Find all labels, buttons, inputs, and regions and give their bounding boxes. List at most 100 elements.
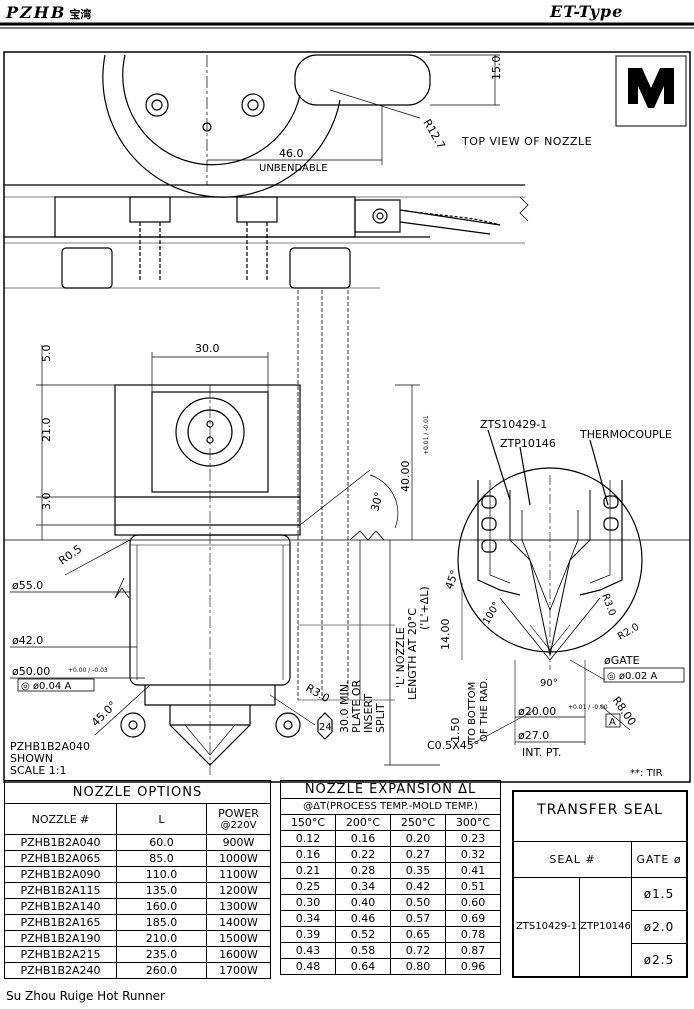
temperature-header: 150°C bbox=[280, 814, 336, 831]
table-cell: 0.40 bbox=[335, 894, 391, 911]
gate-option-3: ø2.5 bbox=[643, 953, 675, 967]
table-cell: 110.0 bbox=[116, 866, 207, 883]
nozzle-expansion-subtitle: @ΔT(PROCESS TEMP.-MOLD TEMP.) bbox=[279, 798, 502, 815]
temperature-header: 300°C bbox=[444, 814, 502, 831]
table-cell: 1300W bbox=[205, 898, 272, 915]
plate-note-3: INSERT bbox=[362, 694, 375, 733]
gate-detail-view bbox=[457, 429, 643, 746]
dim-21: 21.0 bbox=[40, 418, 53, 443]
col-power-label: POWER bbox=[218, 806, 259, 820]
table-cell: 0.12 bbox=[280, 830, 336, 847]
table-cell: 0.21 bbox=[280, 862, 336, 879]
temperature-header: 200°C bbox=[335, 814, 391, 831]
dim-dia-27: ø27.0 bbox=[518, 729, 549, 742]
table-cell: 1200W bbox=[205, 882, 272, 899]
type-title: ET-Type bbox=[550, 2, 624, 21]
hex-size: 24 bbox=[319, 722, 332, 733]
model-shown: PZHB1B2A040 bbox=[10, 740, 90, 753]
table-cell: PZHB1B2A115 bbox=[4, 882, 117, 899]
dim-r12-7: R12.7 bbox=[420, 117, 447, 151]
dim-r3: R3.0 bbox=[304, 681, 332, 705]
table-cell: 0.64 bbox=[335, 958, 391, 975]
table-cell: 0.50 bbox=[390, 894, 446, 911]
table-cell: 1100W bbox=[205, 866, 272, 883]
table-cell: 0.65 bbox=[390, 926, 446, 943]
table-cell: 0.30 bbox=[280, 894, 336, 911]
plate-note-2: PLATE OR bbox=[350, 679, 363, 733]
table-cell: 1700W bbox=[205, 962, 272, 979]
dim-40-tol: +0.01 / -0.01 bbox=[423, 415, 430, 455]
table-cell: 85.0 bbox=[116, 850, 207, 867]
gate-option-1: ø1.5 bbox=[632, 878, 686, 911]
table-cell: PZHB1B2A065 bbox=[4, 850, 117, 867]
gate-label: øGATE bbox=[604, 654, 640, 667]
nozzle-expansion-title: NOZZLE EXPANSION ΔL bbox=[279, 780, 502, 799]
company-footer: Su Zhou Ruige Hot Runner bbox=[6, 989, 165, 1003]
dim-30-deg: 30° bbox=[368, 491, 386, 513]
table-cell: 0.72 bbox=[390, 942, 446, 959]
nozzle-options-title: NOZZLE OPTIONS bbox=[3, 780, 272, 804]
table-cell: 0.42 bbox=[390, 878, 446, 895]
table-cell: 0.34 bbox=[335, 878, 391, 895]
dim-dia-50-tol: +0.00 / -0.03 bbox=[68, 667, 108, 674]
table-cell: 0.23 bbox=[444, 830, 502, 847]
table-cell: 0.27 bbox=[390, 846, 446, 863]
seal-number-header: SEAL # bbox=[514, 842, 632, 878]
table-cell: 0.35 bbox=[390, 862, 446, 879]
dim-dia-42: ø42.0 bbox=[12, 634, 43, 647]
col-power: POWER@220V bbox=[205, 803, 272, 835]
datum-a: A bbox=[609, 717, 616, 728]
table-cell: 900W bbox=[205, 834, 272, 851]
table-cell: 0.16 bbox=[335, 830, 391, 847]
detail-tip-part: ZTP10146 bbox=[500, 437, 556, 450]
table-cell: 0.22 bbox=[335, 846, 391, 863]
temperature-header: 250°C bbox=[390, 814, 446, 831]
dim-r3-detail: R3.0 bbox=[599, 592, 617, 617]
table-cell: 0.39 bbox=[280, 926, 336, 943]
table-cell: PZHB1B2A165 bbox=[4, 914, 117, 931]
plate-note-4: SPLIT bbox=[374, 703, 387, 733]
col-nozzle: NOZZLE # bbox=[4, 803, 117, 835]
to-bottom-label-1: TO BOTTOM bbox=[467, 682, 478, 743]
table-cell: 0.25 bbox=[280, 878, 336, 895]
col-length: L bbox=[116, 803, 207, 835]
table-cell: 0.58 bbox=[335, 942, 391, 959]
table-cell: 0.80 bbox=[390, 958, 446, 975]
table-cell: PZHB1B2A140 bbox=[4, 898, 117, 915]
dim-40: 40.00 bbox=[399, 461, 412, 493]
table-cell: 260.0 bbox=[116, 962, 207, 979]
int-pt-label: INT. PT. bbox=[522, 746, 561, 759]
table-cell: 0.52 bbox=[335, 926, 391, 943]
table-cell: 60.0 bbox=[116, 834, 207, 851]
dim-dia-55: ø55.0 bbox=[12, 579, 43, 592]
nozzle-length-temp-label: LENGTH AT 20°C bbox=[406, 608, 419, 700]
table-cell: 0.48 bbox=[280, 958, 336, 975]
nozzle-expansion-table: NOZZLE EXPANSION ΔL @ΔT(PROCESS TEMP.-MO… bbox=[279, 780, 502, 975]
table-cell: 235.0 bbox=[116, 946, 207, 963]
transfer-seal-title: TRANSFER SEAL bbox=[514, 792, 686, 842]
table-cell: 0.46 bbox=[335, 910, 391, 927]
dim-5: 5.0 bbox=[40, 345, 53, 363]
dim-3: 3.0 bbox=[40, 493, 53, 511]
table-cell: 0.87 bbox=[444, 942, 502, 959]
dim-30: 30.0 bbox=[195, 342, 220, 355]
dim-15: 15.0 bbox=[490, 56, 503, 81]
table-cell: PZHB1B2A215 bbox=[4, 946, 117, 963]
dim-r0-5: R0.5 bbox=[56, 542, 84, 567]
scale-label: SCALE 1:1 bbox=[10, 764, 66, 777]
nozzle-length-expansion-label: ('L'+ΔL) bbox=[418, 586, 431, 630]
